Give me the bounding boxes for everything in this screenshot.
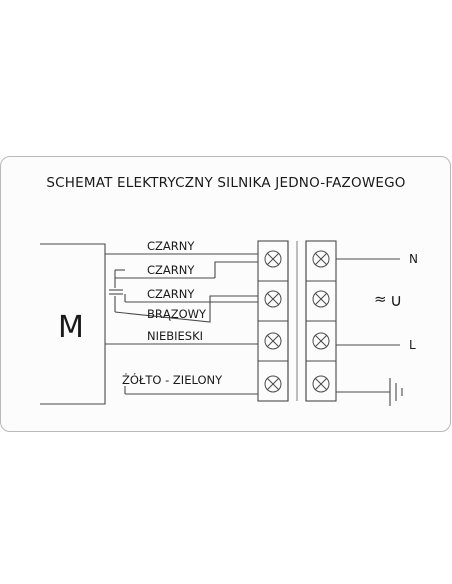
screw-right-2 — [312, 290, 330, 308]
wire-label-6: ŻÓŁTO - ZIELONY — [122, 372, 223, 387]
motor-box — [40, 243, 106, 405]
screw-right-4 — [312, 375, 330, 393]
wire-label-3: CZARNY — [147, 287, 195, 301]
screw-left-2 — [264, 290, 282, 308]
screw-left-1 — [264, 250, 282, 268]
wire-brazowy — [114, 295, 258, 323]
screw-left-3 — [264, 332, 282, 350]
screw-left-4 — [264, 375, 282, 393]
diagram-card — [0, 156, 451, 432]
earth-icon — [389, 378, 403, 406]
screw-right-3 — [312, 332, 330, 350]
wire-czarny-2-jog — [214, 261, 258, 278]
screw-right-1 — [312, 250, 330, 268]
wire-label-1: CZARNY — [147, 239, 195, 253]
terminal-l-label: L — [409, 338, 416, 352]
diagram-title: SCHEMAT ELEKTRYCZNY SILNIKA JEDNO-FAZOWE… — [46, 175, 406, 191]
wire-label-4: BRĄZOWY — [147, 307, 207, 321]
ac-symbol: ≈ — [374, 290, 387, 308]
terminal-n-label: N — [409, 252, 418, 266]
wire-label-2: CZARNY — [147, 263, 195, 277]
bridge-symbol: ∪ — [390, 291, 402, 311]
wire-label-5: NIEBIESKI — [147, 329, 203, 343]
motor-label: M — [58, 310, 84, 345]
